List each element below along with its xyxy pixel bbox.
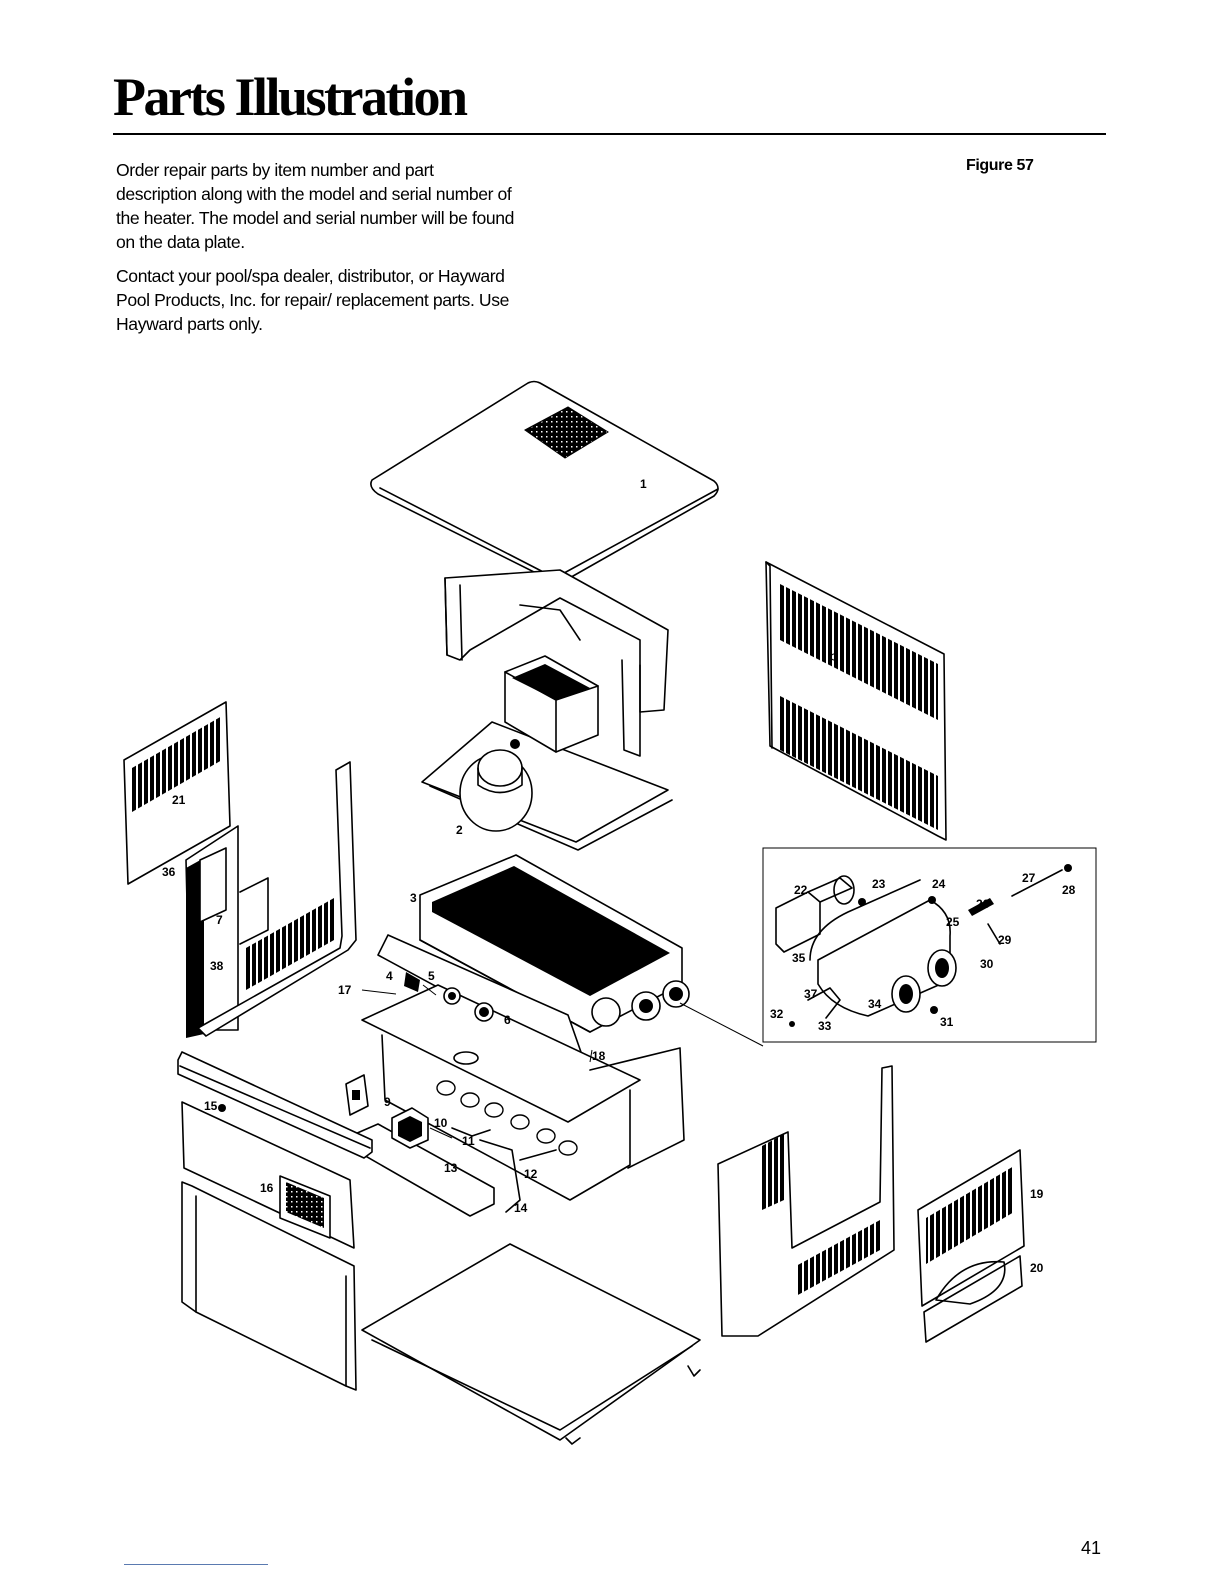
callout-31: 31 — [940, 1015, 954, 1029]
callout-17: 17 — [338, 983, 352, 997]
intro-text: Order repair parts by item number and pa… — [116, 158, 516, 346]
callout-36: 36 — [162, 865, 176, 879]
part-right-front-panel — [717, 1065, 895, 1337]
part-front-panel — [177, 1051, 373, 1249]
inset-detail-box — [679, 847, 1097, 1047]
callout-23: 23 — [872, 877, 886, 891]
part-blower-assembly — [421, 655, 673, 851]
callout-11: 11 — [462, 1134, 475, 1148]
callout-25: 25 — [946, 915, 960, 929]
callout-10: 10 — [434, 1116, 448, 1130]
callout-18: 18 — [592, 1049, 606, 1063]
part-left-panel-upper — [123, 701, 231, 885]
part-right-small-panels — [917, 1149, 1025, 1343]
intro-paragraph-2: Contact your pool/spa dealer, distributo… — [116, 266, 510, 334]
callout-7: 7 — [216, 913, 223, 927]
callout-14: 14 — [514, 1201, 528, 1215]
part-heat-exchanger — [419, 854, 690, 1033]
callout-26: 26 — [976, 897, 990, 911]
part-top-cover — [370, 380, 719, 584]
callout-28: 28 — [1062, 883, 1076, 897]
figure-label: Figure 57 — [966, 157, 1034, 174]
part-header-assembly — [775, 864, 1072, 1027]
callout-19: 19 — [1030, 1187, 1044, 1201]
callout-2: 2 — [456, 823, 463, 837]
callout-33: 33 — [818, 1019, 832, 1033]
callout-24: 24 — [932, 877, 946, 891]
callout-22: 22 — [794, 883, 808, 897]
callout-30: 30 — [980, 957, 994, 971]
intro-paragraph-1: Order repair parts by item number and pa… — [116, 160, 515, 252]
part-burner-tray — [361, 934, 685, 1201]
page-number: 41 — [1081, 1538, 1102, 1558]
page-title: Parts Illustration — [113, 67, 468, 127]
callout-4: 4 — [386, 969, 393, 983]
callout-37: 37 — [804, 987, 818, 1001]
callout-5: 5 — [428, 969, 435, 983]
callout-labels: 1 2 3 4 5 6 7 9 10 11 12 13 14 15 16 17 … — [162, 477, 1076, 1275]
callout-15: 15 — [204, 1099, 218, 1113]
callout-9: 9 — [384, 1095, 391, 1109]
part-front-door — [181, 1181, 357, 1391]
callout-34: 34 — [868, 997, 882, 1011]
callout-1: 1 — [640, 477, 647, 491]
title-rule — [113, 133, 1106, 135]
callout-32: 32 — [770, 1007, 784, 1021]
part-right-panel-rear — [765, 561, 947, 841]
callout-38: 38 — [210, 959, 224, 973]
callout-21: 21 — [172, 793, 186, 807]
leader-lines — [361, 984, 593, 1139]
callout-27: 27 — [1022, 871, 1036, 885]
part-hood-frame — [444, 569, 669, 757]
callout-20: 20 — [1030, 1261, 1044, 1275]
footer-rule — [124, 1564, 268, 1565]
callout-35: 35 — [792, 951, 806, 965]
callout-12: 12 — [524, 1167, 538, 1181]
callout-3: 3 — [410, 891, 417, 905]
callout-29: 29 — [998, 933, 1012, 947]
callout-16: 16 — [260, 1181, 274, 1195]
part-base-pan — [361, 1243, 701, 1445]
callout-13: 13 — [444, 1161, 458, 1175]
part-left-panel-lower — [185, 761, 357, 1038]
callout-6: 6 — [504, 1013, 511, 1027]
